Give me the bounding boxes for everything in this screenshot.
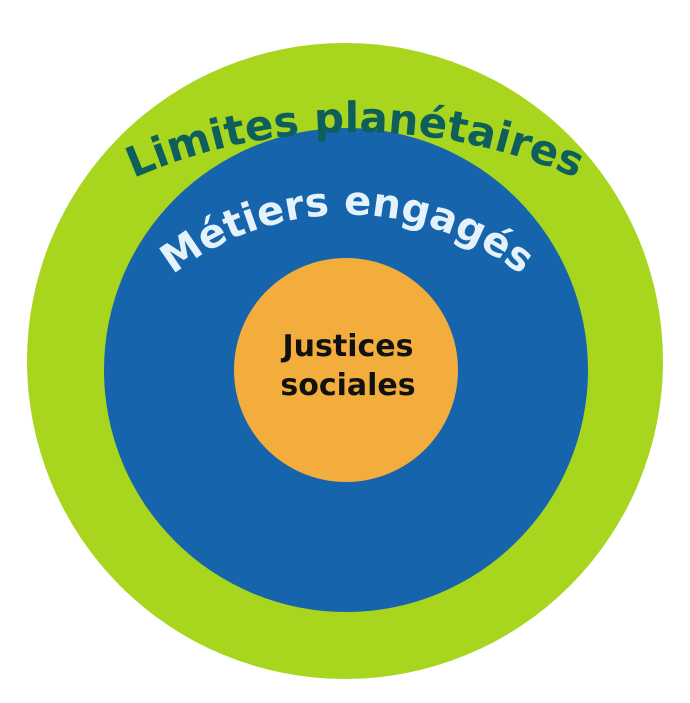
social-justice-label-line1: Justices	[281, 329, 414, 364]
social-justice-circle	[234, 258, 458, 482]
social-justice-label-line2: sociales	[280, 368, 415, 403]
